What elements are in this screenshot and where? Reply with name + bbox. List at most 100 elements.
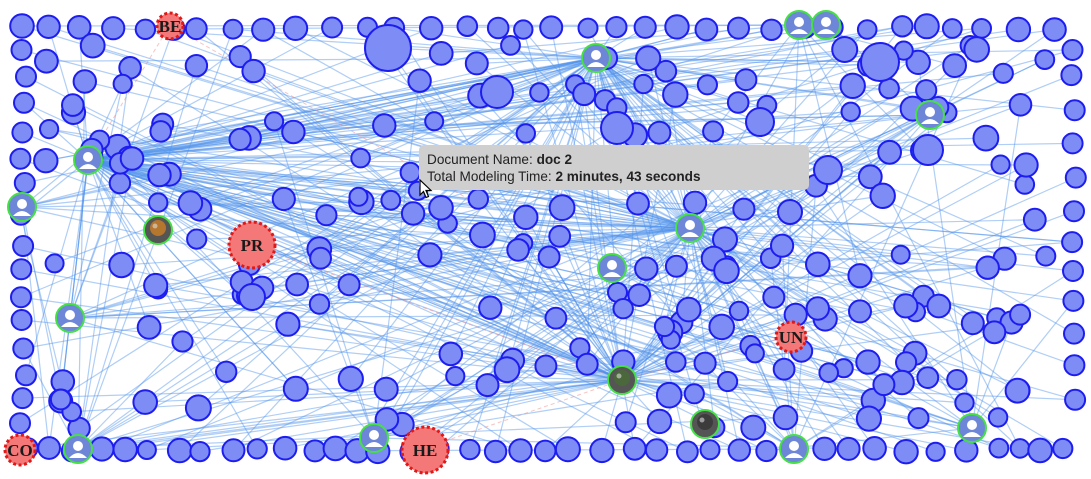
- document-node[interactable]: [44, 253, 65, 274]
- document-node[interactable]: [136, 315, 162, 340]
- document-node[interactable]: [713, 257, 740, 285]
- document-node[interactable]: [839, 72, 866, 100]
- document-node[interactable]: [712, 226, 738, 253]
- document-node[interactable]: [728, 300, 750, 322]
- document-node[interactable]: [907, 407, 930, 430]
- document-node[interactable]: [990, 154, 1011, 175]
- document-node[interactable]: [600, 111, 634, 145]
- document-node[interactable]: [1035, 245, 1057, 267]
- document-node[interactable]: [575, 352, 599, 376]
- document-node[interactable]: [744, 343, 765, 364]
- document-node[interactable]: [136, 440, 157, 460]
- document-node[interactable]: [166, 437, 193, 464]
- document-node[interactable]: [664, 14, 690, 40]
- document-node[interactable]: [282, 375, 309, 402]
- document-node[interactable]: [726, 91, 750, 114]
- document-node[interactable]: [1060, 64, 1083, 87]
- tag-node-be[interactable]: BE: [155, 11, 185, 41]
- document-node[interactable]: [1063, 322, 1085, 345]
- document-node[interactable]: [228, 127, 252, 151]
- document-node[interactable]: [890, 244, 911, 265]
- document-node[interactable]: [171, 330, 194, 353]
- document-node[interactable]: [513, 204, 539, 231]
- document-node[interactable]: [1061, 231, 1084, 254]
- document-node[interactable]: [37, 436, 61, 460]
- document-node[interactable]: [1027, 437, 1053, 464]
- document-node[interactable]: [554, 436, 581, 463]
- document-node[interactable]: [1042, 17, 1067, 42]
- document-node[interactable]: [762, 285, 786, 309]
- document-node[interactable]: [770, 233, 795, 258]
- document-node[interactable]: [486, 16, 510, 40]
- document-node[interactable]: [916, 366, 940, 390]
- document-node[interactable]: [12, 337, 35, 360]
- document-node[interactable]: [1062, 260, 1084, 282]
- document-node[interactable]: [419, 16, 444, 41]
- document-node[interactable]: [840, 101, 861, 123]
- document-node[interactable]: [614, 411, 637, 434]
- document-node[interactable]: [186, 228, 208, 250]
- document-node[interactable]: [12, 235, 35, 257]
- document-node[interactable]: [303, 439, 327, 463]
- document-node[interactable]: [424, 111, 445, 132]
- document-node[interactable]: [337, 365, 364, 392]
- document-node[interactable]: [1063, 354, 1086, 377]
- document-node[interactable]: [467, 188, 489, 210]
- document-node[interactable]: [9, 147, 32, 170]
- document-node[interactable]: [11, 387, 34, 410]
- document-node[interactable]: [1034, 49, 1056, 70]
- document-node[interactable]: [612, 298, 634, 320]
- document-node[interactable]: [373, 376, 399, 402]
- document-node[interactable]: [891, 15, 914, 38]
- user-node[interactable]: [359, 423, 389, 453]
- tag-node-pr[interactable]: PR: [227, 220, 277, 270]
- document-node[interactable]: [972, 124, 1000, 152]
- document-node[interactable]: [1062, 289, 1085, 312]
- document-node[interactable]: [36, 14, 61, 39]
- document-node[interactable]: [10, 258, 33, 281]
- document-node[interactable]: [228, 45, 252, 69]
- document-node[interactable]: [869, 182, 896, 210]
- document-node[interactable]: [39, 119, 60, 140]
- document-node[interactable]: [281, 119, 306, 145]
- document-node[interactable]: [315, 204, 338, 227]
- document-node[interactable]: [805, 251, 831, 278]
- document-node[interactable]: [572, 82, 597, 107]
- document-node[interactable]: [694, 17, 719, 42]
- document-node[interactable]: [184, 394, 212, 422]
- document-node[interactable]: [445, 366, 466, 387]
- document-node[interactable]: [1052, 437, 1074, 460]
- document-node[interactable]: [438, 341, 464, 367]
- document-node[interactable]: [1063, 200, 1085, 223]
- document-node[interactable]: [515, 123, 536, 144]
- document-node[interactable]: [893, 439, 919, 465]
- document-node[interactable]: [400, 201, 426, 226]
- tag-node-he[interactable]: HE: [400, 425, 450, 475]
- document-node[interactable]: [79, 32, 106, 59]
- tag-node-un[interactable]: UN: [774, 320, 808, 354]
- user-node[interactable]: [784, 10, 814, 40]
- document-node[interactable]: [655, 381, 683, 409]
- document-node[interactable]: [13, 172, 36, 194]
- document-node[interactable]: [539, 15, 564, 40]
- document-node[interactable]: [309, 246, 333, 270]
- document-node[interactable]: [1061, 39, 1084, 61]
- document-node[interactable]: [941, 18, 963, 39]
- document-node[interactable]: [184, 17, 208, 41]
- user-photo-node[interactable]: [143, 215, 173, 245]
- document-node[interactable]: [644, 438, 669, 462]
- user-node[interactable]: [597, 253, 627, 283]
- document-node[interactable]: [647, 120, 672, 145]
- document-node[interactable]: [456, 15, 479, 38]
- document-node[interactable]: [772, 404, 799, 431]
- document-node[interactable]: [15, 364, 37, 387]
- document-node[interactable]: [626, 191, 650, 216]
- document-node[interactable]: [9, 412, 31, 435]
- document-node[interactable]: [149, 120, 172, 143]
- document-node[interactable]: [49, 388, 72, 411]
- document-node[interactable]: [89, 436, 115, 462]
- document-node[interactable]: [740, 414, 767, 441]
- document-node[interactable]: [925, 441, 946, 462]
- document-node[interactable]: [493, 356, 521, 384]
